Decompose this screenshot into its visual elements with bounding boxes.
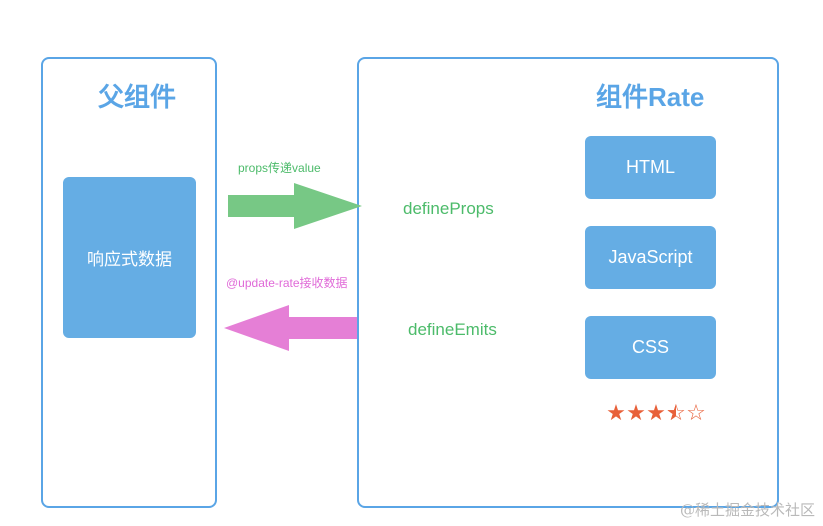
css-box: CSS bbox=[585, 316, 716, 379]
emit-edge-label: @update-rate接收数据 bbox=[226, 276, 348, 290]
parent-component-title: 父组件 bbox=[98, 82, 177, 112]
define-emits-label: defineEmits bbox=[408, 320, 497, 339]
star-full-icon: ★ bbox=[626, 401, 646, 426]
star-full-icon: ★ bbox=[646, 401, 666, 426]
html-box: HTML bbox=[585, 136, 716, 199]
emit-arrow-shape bbox=[224, 305, 357, 351]
rate-component-title: 组件Rate bbox=[596, 82, 705, 112]
emit-arrow bbox=[224, 305, 357, 351]
star-half-icon: ☆★ bbox=[666, 401, 686, 426]
javascript-box: JavaScript bbox=[585, 226, 716, 289]
reactive-data-box: 响应式数据 bbox=[63, 177, 196, 338]
props-arrow-shape bbox=[228, 183, 362, 229]
star-rating: ★★★☆★☆ bbox=[606, 403, 706, 425]
props-arrow bbox=[228, 183, 362, 229]
props-edge-label: props传递value bbox=[238, 161, 321, 175]
watermark: @稀土掘金技术社区 bbox=[679, 501, 815, 519]
define-props-label: defineProps bbox=[403, 199, 494, 218]
star-empty-icon: ☆ bbox=[686, 401, 706, 426]
star-full-icon: ★ bbox=[606, 401, 626, 426]
